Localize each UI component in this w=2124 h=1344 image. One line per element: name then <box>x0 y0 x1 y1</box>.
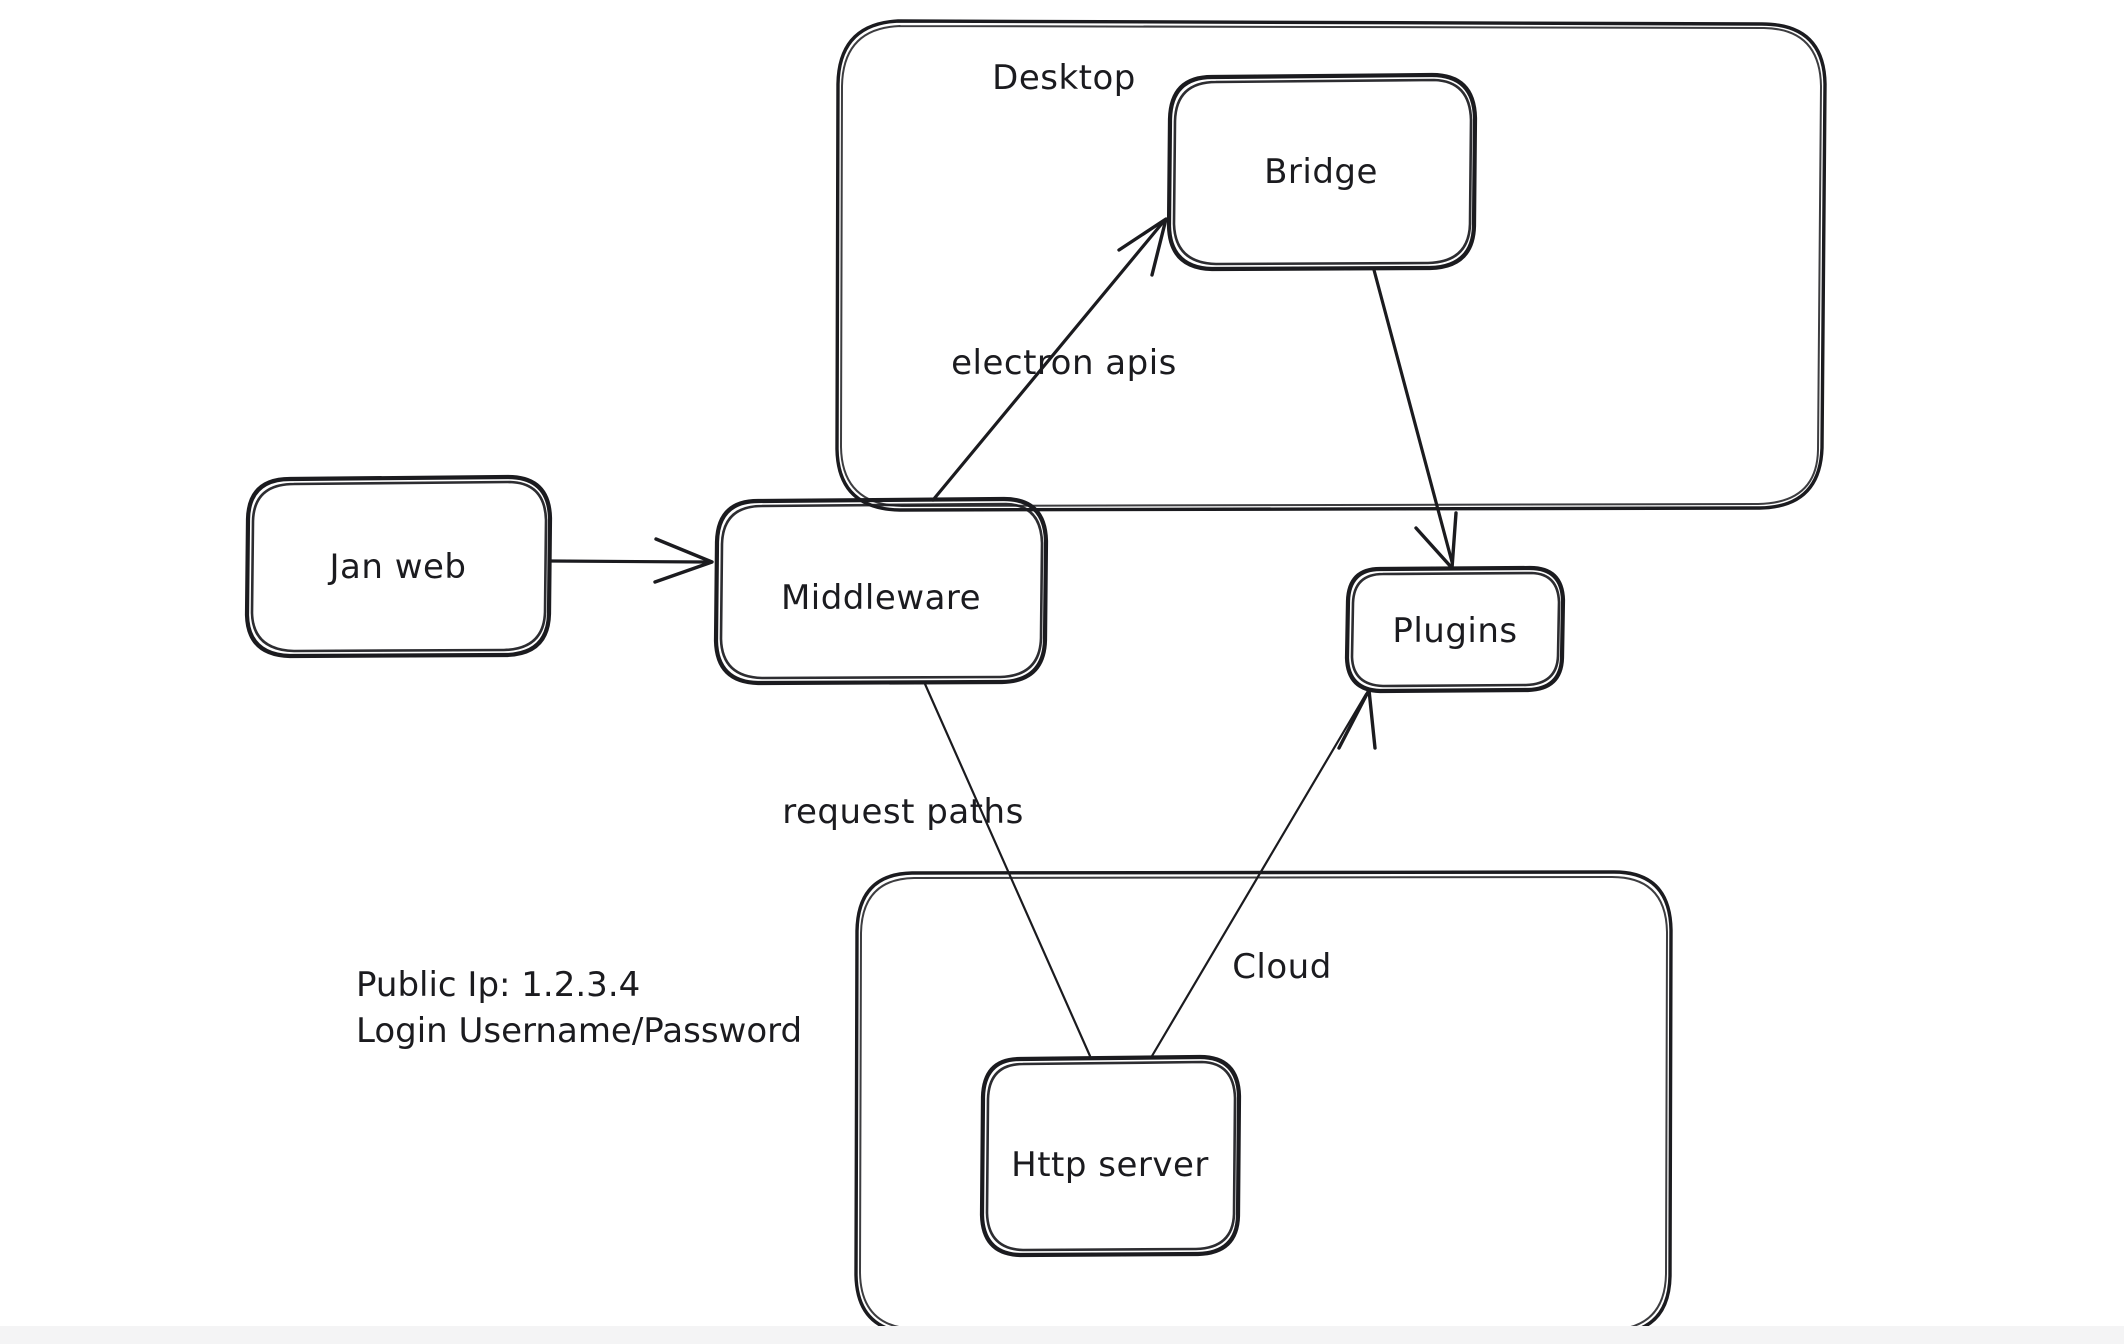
container-desktop-label: Desktop <box>992 58 1136 98</box>
node-plugins-label: Plugins <box>1392 611 1518 651</box>
edge-label-electron-apis: electron apis <box>951 343 1177 383</box>
edge-middleware-to-httpserver[interactable] <box>923 682 1092 1058</box>
bottom-edge-strip <box>0 1326 2124 1344</box>
edge-bridge-to-plugins[interactable] <box>1372 268 1458 570</box>
node-jan-web-shape[interactable] <box>244 474 553 659</box>
edge-label-request-paths: request paths <box>782 792 1024 832</box>
container-cloud[interactable] <box>854 870 1673 1336</box>
edge-janweb-to-middleware[interactable] <box>549 537 714 584</box>
node-bridge-shape[interactable] <box>1166 72 1478 272</box>
node-plugins-shape[interactable] <box>1344 565 1566 694</box>
node-middleware-shape[interactable] <box>713 496 1049 686</box>
node-http-server-label: Http server <box>1011 1145 1209 1185</box>
note-login-credentials: Login Username/Password <box>356 1011 803 1051</box>
edge-httpserver-to-plugins[interactable] <box>1150 688 1377 1058</box>
edge-label-cloud: Cloud <box>1232 947 1332 987</box>
node-middleware-label: Middleware <box>780 578 982 618</box>
node-jan-web-label: Jan web <box>329 547 467 587</box>
node-http-server-shape[interactable] <box>979 1054 1242 1258</box>
note-public-ip: Public Ip: 1.2.3.4 <box>356 965 641 1005</box>
node-bridge-label: Bridge <box>1264 152 1378 192</box>
edge-middleware-to-bridge[interactable] <box>931 217 1168 502</box>
container-desktop[interactable] <box>835 19 1827 512</box>
